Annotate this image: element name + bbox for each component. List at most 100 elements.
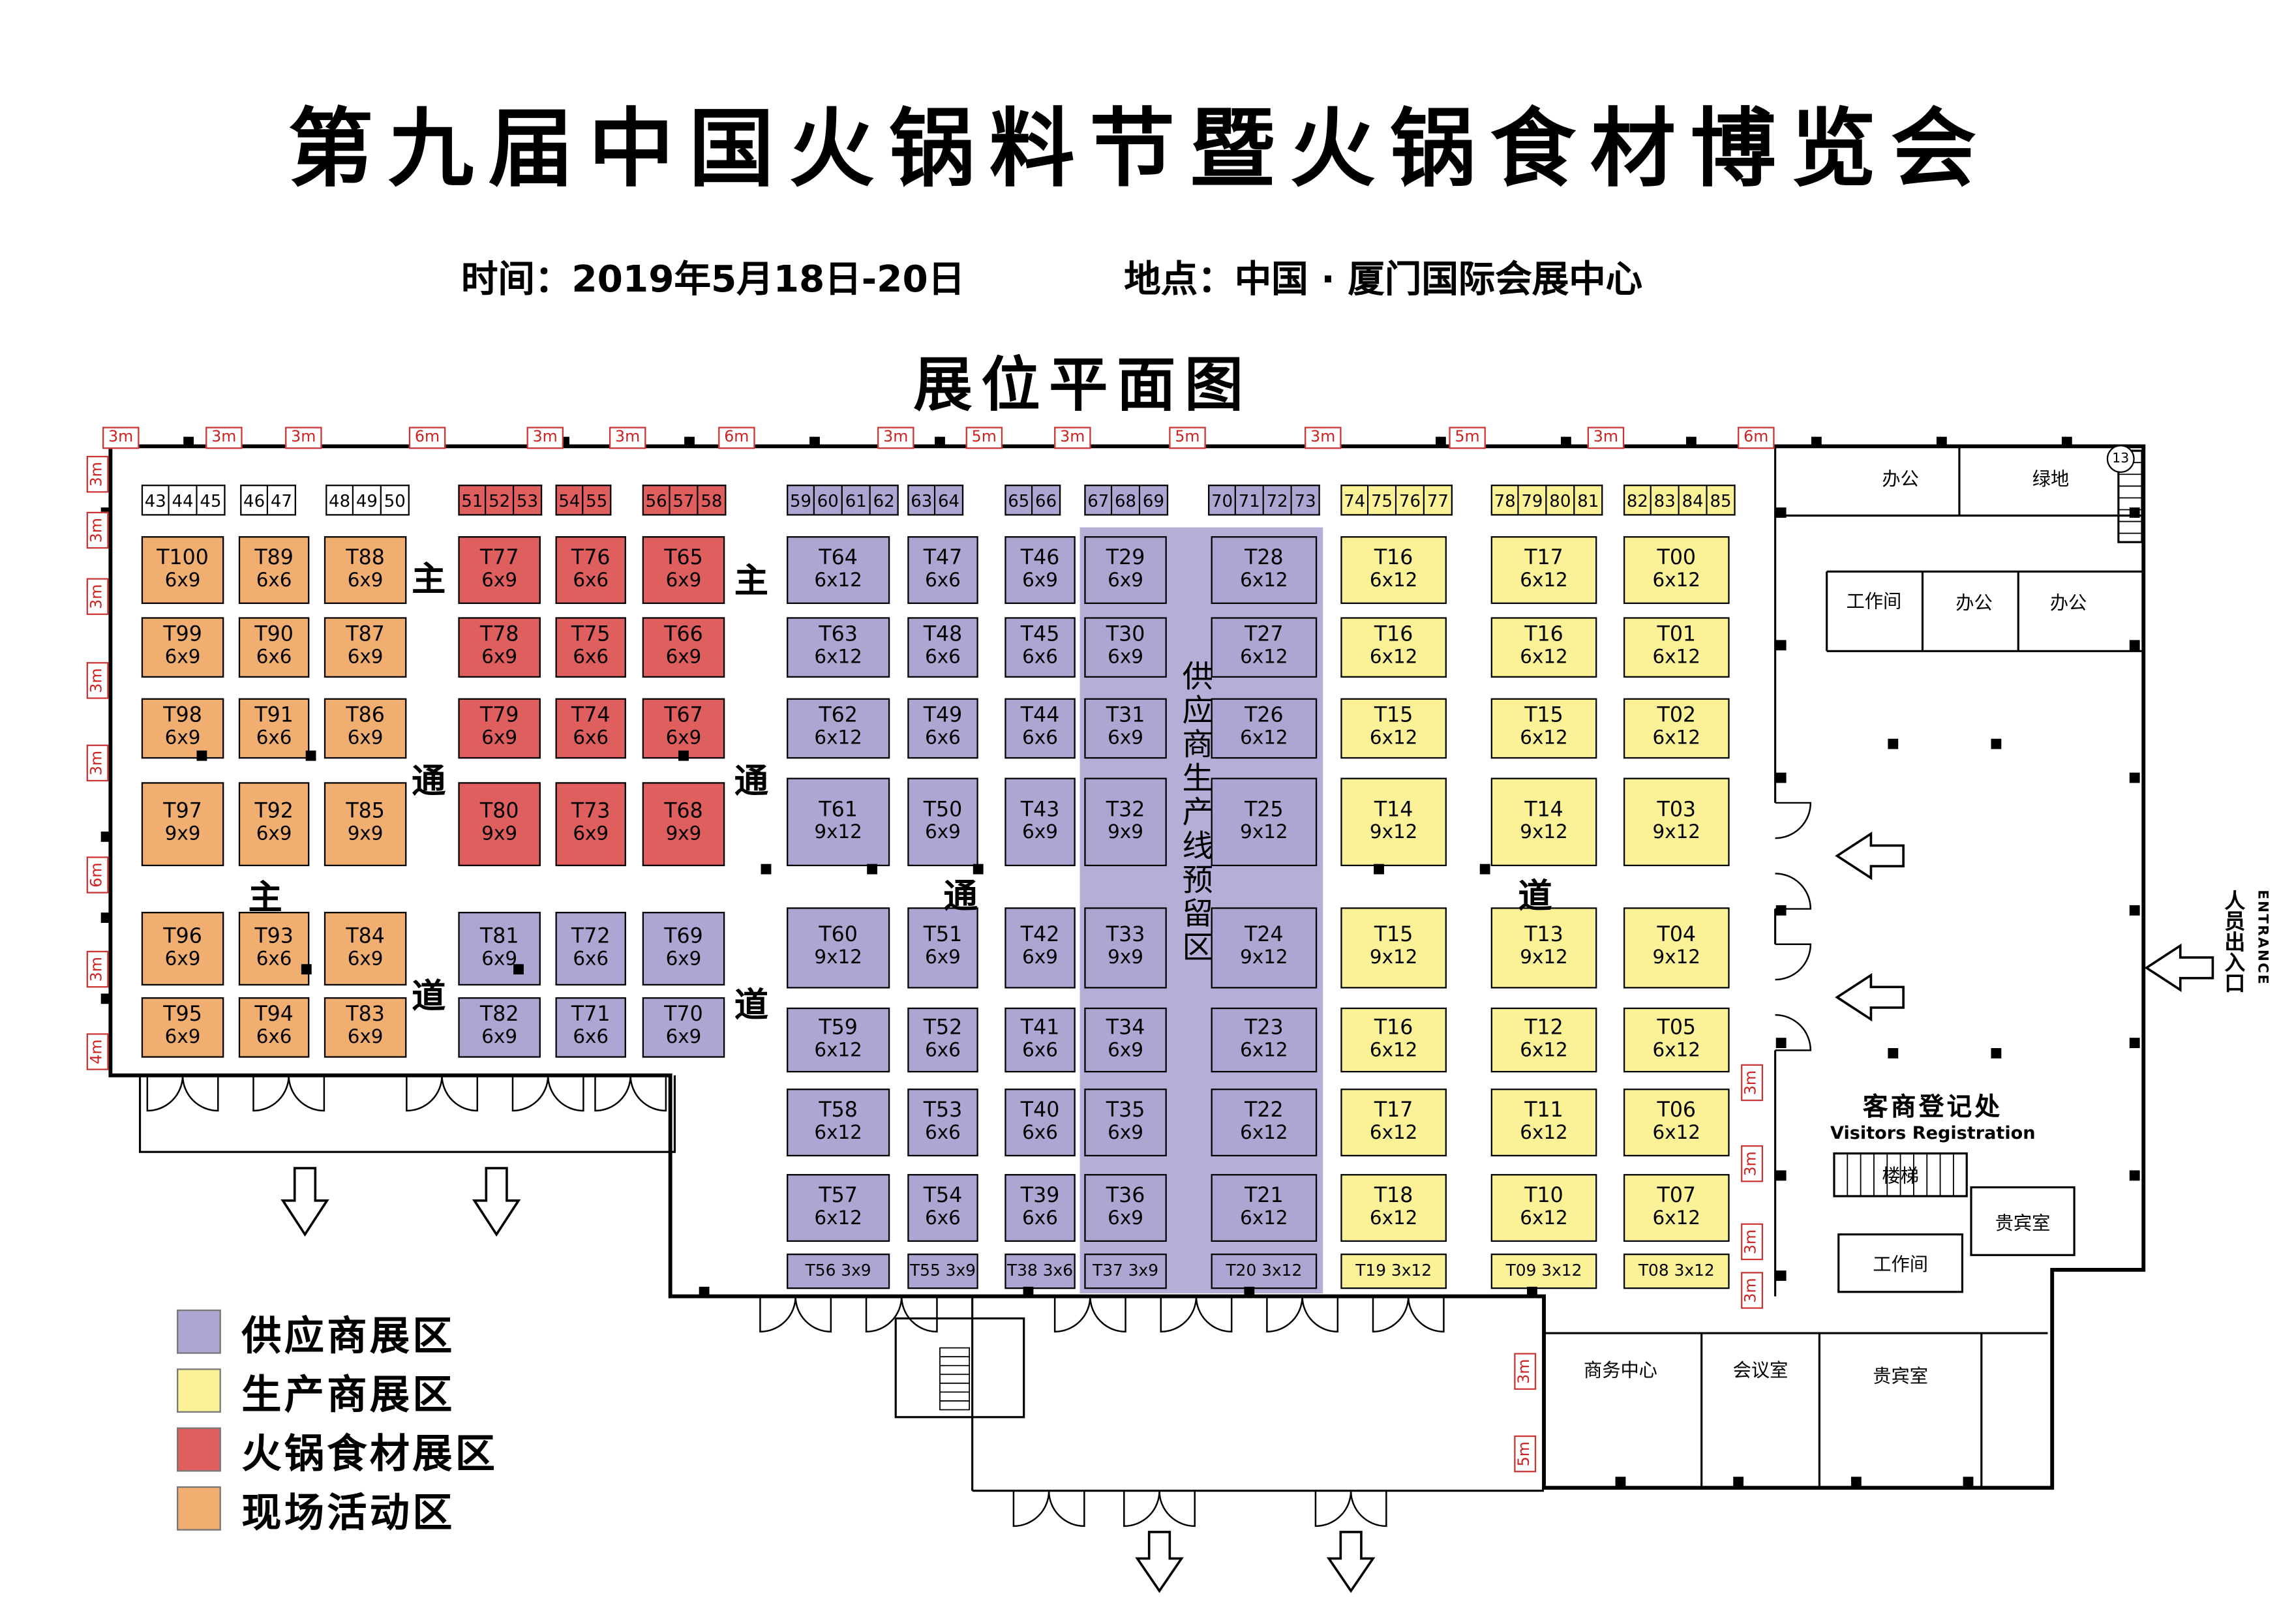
- pillar: [2129, 640, 2140, 651]
- aisle-label: 主: [734, 562, 768, 601]
- pillar: [2129, 507, 2140, 518]
- booth-size: 6x12: [1652, 646, 1700, 669]
- wall-booth-62: 62: [870, 485, 899, 516]
- booth-id: T22: [1245, 1098, 1284, 1122]
- booth-id: T94: [254, 1003, 294, 1028]
- dimension-label: 3m: [205, 427, 243, 449]
- booth-size: 6x12: [1369, 569, 1418, 592]
- booth-size: 6x12: [1652, 1207, 1700, 1229]
- booth-size: 6x9: [1108, 1039, 1143, 1062]
- booth-id: T04: [1657, 924, 1697, 948]
- booth-id: T41: [1020, 1016, 1060, 1040]
- booth-size: 9x12: [1652, 821, 1700, 844]
- booth-size: 6x12: [1240, 1122, 1288, 1144]
- booth-id: T51: [923, 924, 963, 948]
- wall-booth-45: 45: [197, 485, 226, 516]
- booth-size: 6x9: [164, 1027, 201, 1049]
- booth-id: T52: [923, 1016, 963, 1040]
- pillar: [1374, 864, 1384, 875]
- booth-size: 6x12: [1520, 646, 1568, 669]
- booth-size: 6x6: [573, 569, 609, 592]
- booth-id: T95: [163, 1003, 202, 1028]
- wall-booth-54: 54: [555, 485, 584, 516]
- booth-size: 9x9: [347, 823, 384, 846]
- booth-id: T71: [571, 1003, 611, 1028]
- booth-size: 9x9: [164, 823, 201, 846]
- booth-size: 6x12: [1369, 1039, 1418, 1062]
- booth-id: T49: [923, 704, 963, 729]
- pillar: [183, 436, 194, 447]
- booth-id: T46: [1020, 546, 1060, 570]
- booth-T09: T09 3x12: [1490, 1254, 1597, 1289]
- booth-size: 6x9: [481, 948, 518, 970]
- wall-booth-50: 50: [381, 485, 410, 516]
- legend-label: 生产商展区: [241, 1372, 455, 1418]
- booth-size: 6x12: [1369, 1207, 1418, 1229]
- booth-size: 6x9: [665, 948, 702, 970]
- pillar: [935, 436, 945, 447]
- pillar: [1775, 905, 1787, 916]
- booth-id: T43: [1020, 798, 1060, 822]
- booth-id: T25: [1245, 798, 1284, 822]
- booth-id: T70: [664, 1003, 703, 1028]
- booth-id: T91: [254, 704, 294, 729]
- wall-booth-83: 83: [1651, 485, 1680, 516]
- booth-id: T47: [923, 546, 963, 570]
- booth-id: T90: [254, 624, 294, 648]
- dimension-label: 4m: [86, 1033, 108, 1070]
- aisle-label: 道: [1518, 878, 1552, 916]
- booth-size: 9x12: [1240, 821, 1288, 844]
- booth-size: 6x12: [814, 569, 862, 592]
- aisle-label: 主: [412, 561, 446, 600]
- wall-booth-53: 53: [514, 485, 543, 516]
- wall-booth-76: 76: [1396, 485, 1425, 516]
- booth-id: T11: [1524, 1098, 1563, 1122]
- room-label: 工作间: [1846, 590, 1902, 612]
- pillar: [867, 864, 877, 875]
- booth-size: 6x6: [925, 1039, 961, 1062]
- booth-id: T83: [346, 1003, 385, 1028]
- pillar: [1850, 1477, 1862, 1488]
- dimension-label: 3m: [609, 427, 646, 449]
- room-label: 商务中心: [1583, 1359, 1657, 1381]
- legend-swatch-hotpot: [177, 1427, 221, 1472]
- booth-id: T44: [1020, 704, 1060, 729]
- pillar: [1733, 1477, 1744, 1488]
- booth-id: T15: [1374, 704, 1413, 729]
- wall-booth-63: 63: [907, 485, 936, 516]
- wall-booth-46: 46: [240, 485, 269, 516]
- room-label: 办公: [2049, 591, 2087, 614]
- booth-id: T05: [1657, 1016, 1697, 1040]
- dimension-label: 3m: [1741, 1272, 1762, 1309]
- direction-arrows: [280, 832, 2214, 1593]
- booth-size: 6x9: [1108, 646, 1143, 669]
- booth-id: T65: [664, 546, 703, 570]
- booth-size: 6x6: [925, 1122, 961, 1144]
- booth-id: T92: [254, 800, 294, 824]
- booth-size: 9x12: [814, 821, 862, 844]
- booth-id: T79: [479, 704, 519, 729]
- aisle-label: 通: [943, 878, 978, 916]
